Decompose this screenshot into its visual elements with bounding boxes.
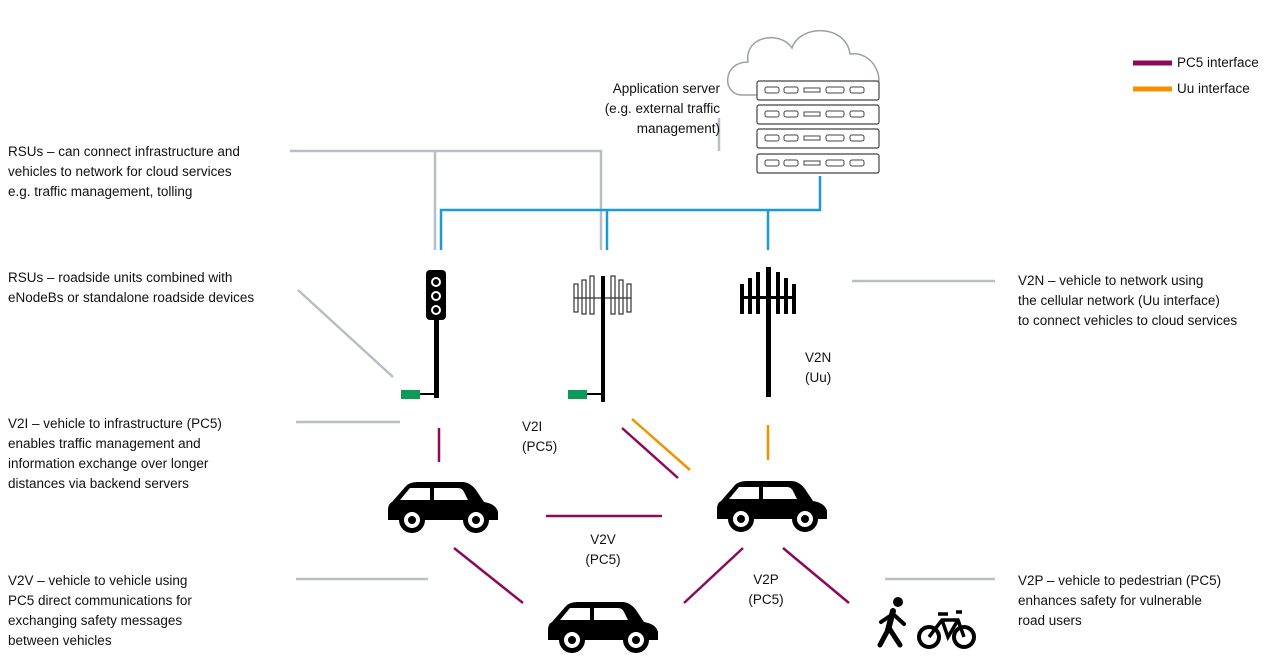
v2n-description: V2N – vehicle to network using the cellu… <box>1018 273 1238 328</box>
backend-lines <box>439 176 822 250</box>
car-icon <box>717 481 827 532</box>
pedestrian-icon <box>877 597 906 648</box>
rsu-units-description: RSUs – roadside units combined with eNod… <box>8 270 255 305</box>
server-icon <box>756 80 880 174</box>
car-icon <box>548 602 658 653</box>
pc5-links <box>437 60 1172 604</box>
traffic-light-icon <box>426 270 446 398</box>
v2i-description: V2I – vehicle to infrastructure (PC5) en… <box>8 416 222 491</box>
bicycle-icon <box>917 610 976 649</box>
uu-links <box>631 86 1172 471</box>
rsu-cloud-description: RSUs – can connect infrastructure and ve… <box>8 144 240 199</box>
application-server-label: Application server (e.g. external traffi… <box>604 81 720 136</box>
callout-lines <box>296 279 995 581</box>
v2n-link-label: V2N (Uu) <box>805 350 832 385</box>
v2v-description: V2V – vehicle to vehicle using PC5 direc… <box>8 573 192 648</box>
car-icon <box>388 482 498 533</box>
rsu-icon <box>401 390 434 399</box>
v2v-link-label: V2V (PC5) <box>585 532 621 567</box>
legend-pc5-label: PC5 interface <box>1177 55 1259 70</box>
cloud-icon <box>726 29 880 96</box>
server-connector-lines <box>290 118 721 250</box>
legend-uu-label: Uu interface <box>1177 81 1250 96</box>
antenna-icon <box>573 275 632 402</box>
cell-tower-icon <box>740 267 796 397</box>
v2p-link-label: V2P (PC5) <box>748 572 784 607</box>
v2i-link-label: V2I (PC5) <box>522 419 558 454</box>
v2p-description: V2P – vehicle to pedestrian (PC5) enhanc… <box>1018 573 1222 628</box>
rsu-icon <box>568 390 601 399</box>
